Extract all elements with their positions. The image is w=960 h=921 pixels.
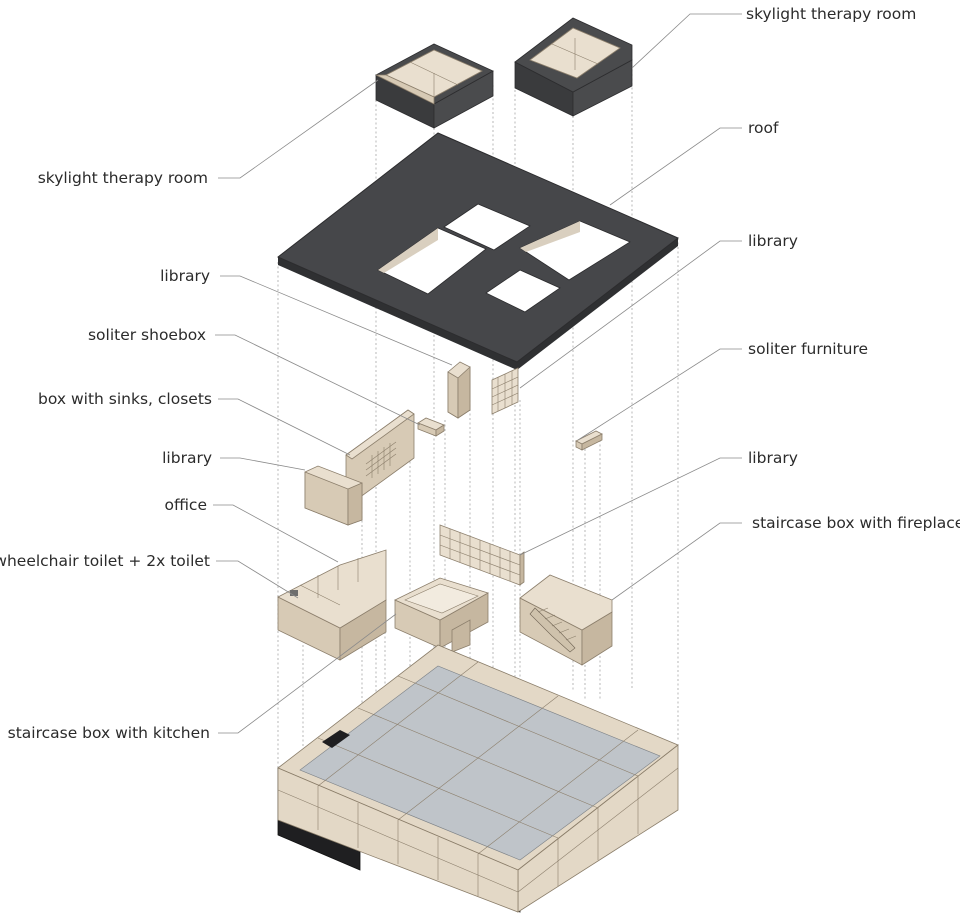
library-grid-mid-right [439,524,525,586]
closet-grid [365,441,397,478]
label-skylight-therapy-room-right: skylight therapy room [746,5,916,23]
structural-frame-lines [277,661,679,896]
ground-floor-structure [277,644,679,913]
label-wheelchair-toilet: wheelchair toilet + 2x toilet [0,552,210,570]
skylight-room-left [375,43,494,129]
label-office: office [164,496,207,514]
library-block-top-left [447,361,471,419]
label-skylight-therapy-room-left: skylight therapy room [38,169,208,187]
roof-slab [277,132,679,370]
toilet-box [277,549,387,661]
label-roof: roof [748,119,779,137]
soliter-shoebox [417,417,445,437]
label-library-left-mid: library [162,449,212,467]
label-soliter-shoebox: soliter shoebox [88,326,206,344]
label-library-right-mid: library [748,449,798,467]
label-box-sinks-closets: box with sinks, closets [38,390,212,408]
labels: skylight therapy room skylight therapy r… [0,5,960,742]
leader-lines [213,13,742,734]
label-staircase-kitchen: staircase box with kitchen [8,724,210,742]
library-grid-top-right [491,367,519,415]
label-soliter-furniture: soliter furniture [748,340,868,358]
label-library-right-top: library [748,232,798,250]
label-staircase-fireplace: staircase box with fireplace [752,514,960,532]
library-block-mid-left [304,465,363,526]
soliter-furniture [575,430,603,451]
skylight-room-right [514,17,633,117]
staircase-fireplace-box [519,574,613,666]
label-library-left-top: library [160,267,210,285]
library-grid-lines [439,529,521,581]
office-box [394,577,490,653]
